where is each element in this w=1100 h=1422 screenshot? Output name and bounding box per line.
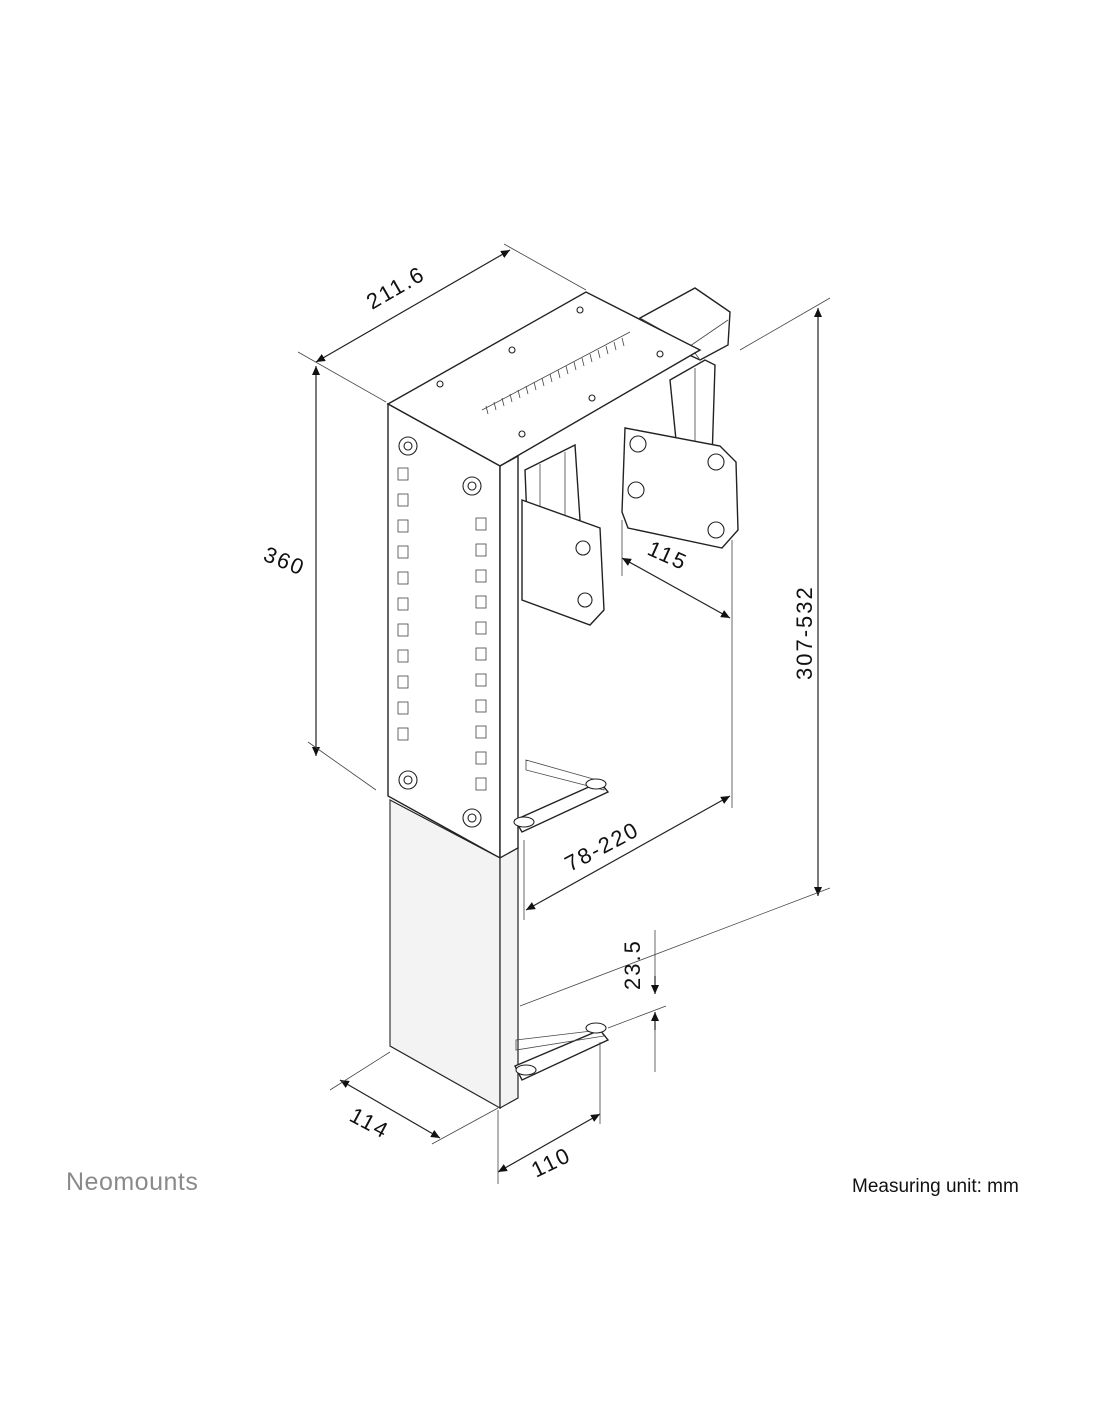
dim-top-height: 360 [260,541,309,580]
dim-foot-height: 23.5 [620,939,645,990]
measuring-unit-note: Measuring unit: mm [852,1176,1019,1197]
brand-logo: Neomounts [66,1168,199,1196]
dim-overall-height: 307-532 [792,585,817,680]
dim-top-depth: 211.6 [362,261,429,314]
dim-plate-spacing: 115 [644,536,692,576]
dim-bottom-depth: 114 [346,1102,394,1143]
cpu-holder-illustration [386,287,739,1110]
dimension-lines [297,243,831,1184]
dim-bottom-width: 110 [527,1142,575,1182]
